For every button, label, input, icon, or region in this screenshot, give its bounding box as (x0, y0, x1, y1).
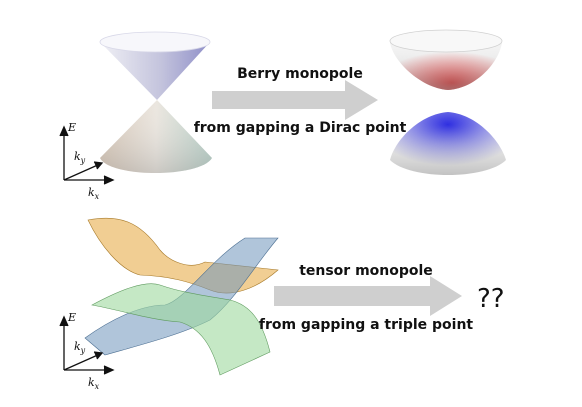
dirac-gap-label: from gapping a Dirac point (194, 120, 407, 136)
dirac-cone (99, 31, 212, 173)
bottom-axis-ky: ky (74, 340, 86, 355)
berry-monopole-label: Berry monopole (237, 66, 363, 82)
top-axis-kx: kx (88, 186, 100, 201)
top-axes (59, 125, 115, 185)
bottom-axis-kx: kx (88, 376, 100, 391)
triple-gap-label: from gapping a triple point (259, 317, 474, 333)
bottom-arrow (274, 276, 462, 316)
gapped-dirac-cones (389, 29, 506, 175)
lower-cone-shade (100, 100, 212, 173)
tensor-monopole-label: tensor monopole (299, 263, 433, 279)
upper-band-rim (389, 29, 503, 53)
top-axis-e: E (67, 121, 76, 134)
green-band (91, 283, 271, 376)
upper-band-shade (390, 42, 502, 90)
upper-cone-rim (99, 31, 211, 53)
bottom-axes (59, 315, 115, 375)
bottom-axis-e: E (67, 311, 76, 324)
lower-band-shade (390, 112, 506, 175)
top-axis-ky: ky (74, 150, 86, 165)
top-arrow (212, 80, 378, 120)
unknown-result: ?? (477, 284, 505, 314)
triple-point-bands (84, 217, 279, 376)
